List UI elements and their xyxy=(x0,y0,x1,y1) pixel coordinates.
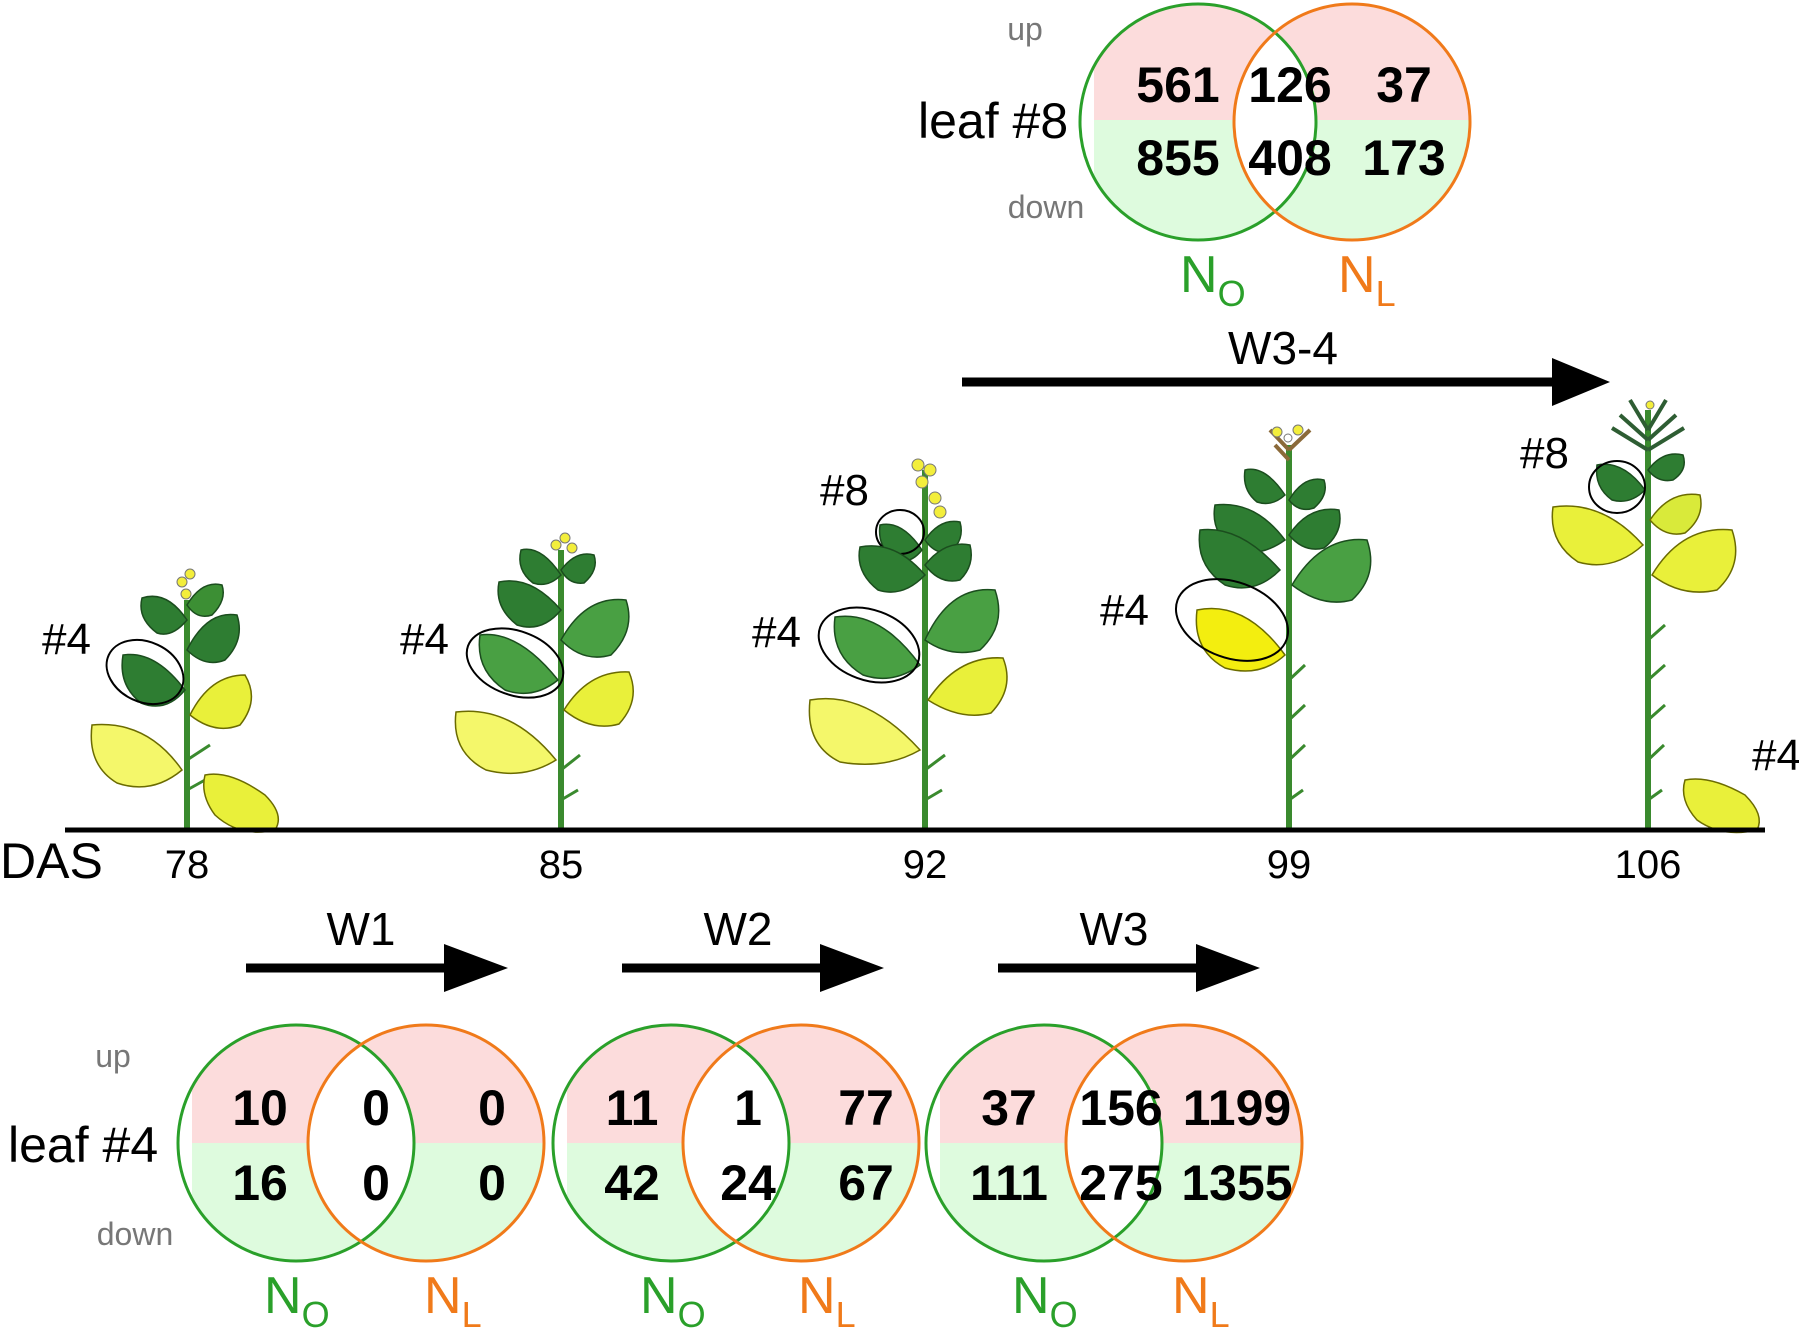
venn-leaf8-up-label: up xyxy=(1007,11,1043,47)
venn-w2-no-label: NO xyxy=(640,1267,706,1328)
arrow-w2-label: W2 xyxy=(704,903,773,955)
arrow-w34-label: W3-4 xyxy=(1228,322,1338,374)
venn-w1-no-down: 16 xyxy=(232,1155,288,1211)
plant-99-tag: #4 xyxy=(1100,586,1149,635)
tick-85: 85 xyxy=(539,843,584,887)
plant-92-tag8: #8 xyxy=(820,466,869,515)
venn-leaf8-nl-down: 173 xyxy=(1362,130,1445,186)
venn-w1-nl-label: NL xyxy=(424,1267,482,1328)
venn-w2-nl-up: 77 xyxy=(838,1080,894,1136)
arrow-w2: W2 xyxy=(622,903,884,992)
tick-99: 99 xyxy=(1267,843,1312,887)
plant-99: #4 xyxy=(1100,424,1372,830)
plant-106: #8 #4 xyxy=(1520,398,1799,834)
tick-78: 78 xyxy=(165,843,210,887)
venn-w2-nl-down: 67 xyxy=(838,1155,894,1211)
tick-92: 92 xyxy=(903,843,948,887)
venn-w2-no-up: 11 xyxy=(606,1080,659,1136)
plant-106-tag8: #8 xyxy=(1520,429,1569,478)
arrow-w34: W3-4 xyxy=(962,322,1610,406)
plant-92-tag4: #4 xyxy=(752,608,801,657)
venn-w2-both-down: 24 xyxy=(720,1155,776,1211)
venn-w3-nl-label: NL xyxy=(1172,1267,1230,1328)
venn-leaf8-no-label: NO xyxy=(1180,246,1246,314)
venn-w2: 11 1 77 42 24 67 NO NL xyxy=(551,1015,955,1328)
leaf8-label: leaf #8 xyxy=(918,93,1068,149)
leaf4-label: leaf #4 xyxy=(8,1117,158,1173)
venn-leaf8-down-label: down xyxy=(1008,189,1085,225)
arrow-w3: W3 xyxy=(998,903,1260,992)
venn-leaf8-nl-circle xyxy=(1232,2,1472,242)
timeline-das-label: DAS xyxy=(0,833,103,889)
venn-w1-both-up: 0 xyxy=(362,1080,390,1136)
venn-leaf8-no-down: 855 xyxy=(1136,130,1219,186)
arrow-w1-label: W1 xyxy=(327,903,396,955)
venn-w1-no-label: NO xyxy=(264,1267,330,1328)
venn-w3-nl-down: 1355 xyxy=(1181,1155,1292,1211)
venn-w3-both-up: 156 xyxy=(1079,1080,1162,1136)
venn-w3-both-down: 275 xyxy=(1079,1155,1162,1211)
venn-leaf4-down-label: down xyxy=(97,1216,174,1252)
plant-106-fallen-tag: #4 xyxy=(1752,731,1799,780)
venn-w3-nl-up: 1199 xyxy=(1183,1080,1291,1136)
venn-w1-nl-up: 0 xyxy=(478,1080,506,1136)
venn-w1-nl-down: 0 xyxy=(478,1155,506,1211)
venn-w1-no-up: 10 xyxy=(232,1080,288,1136)
venn-leaf8-nl-label: NL xyxy=(1338,246,1396,314)
plant-85: #4 xyxy=(400,532,634,830)
venn-w3: 37 156 1199 111 275 1355 NO NL xyxy=(924,1015,1328,1328)
venn-w3-no-label: NO xyxy=(1012,1267,1078,1328)
venn-w3-no-up: 37 xyxy=(981,1080,1037,1136)
arrow-w3-label: W3 xyxy=(1080,903,1149,955)
venn-w2-no-down: 42 xyxy=(604,1155,660,1211)
plant-85-tag: #4 xyxy=(400,615,449,664)
plant-78-tag: #4 xyxy=(42,615,91,664)
venn-leaf8-both-down: 408 xyxy=(1248,130,1331,186)
plant-78: #4 xyxy=(42,568,280,833)
venn-w1-both-down: 0 xyxy=(362,1155,390,1211)
venn-w1: 10 0 0 16 0 0 NO NL xyxy=(176,1015,580,1328)
timeline: DAS 78 85 92 99 106 xyxy=(0,827,1765,889)
tick-106: 106 xyxy=(1615,843,1682,887)
venn-leaf8-mask xyxy=(1080,0,1480,245)
venn-leaf8-no-circle xyxy=(1078,2,1318,242)
venn-leaf8-no-up: 561 xyxy=(1136,57,1219,113)
venn-leaf8: 561 126 37 855 408 173 up down leaf #8 N… xyxy=(918,0,1480,314)
venn-leaf8-both-up: 126 xyxy=(1248,57,1331,113)
venn-leaf8-nl-up: 37 xyxy=(1376,57,1432,113)
venn-w2-nl-label: NL xyxy=(798,1267,856,1328)
venn-leaf4-up-label: up xyxy=(95,1038,131,1074)
venn-w3-no-down: 111 xyxy=(970,1155,1048,1211)
plant-92: #8 #4 xyxy=(752,458,1008,830)
arrow-w1: W1 xyxy=(246,903,508,992)
venn-w2-both-up: 1 xyxy=(734,1080,762,1136)
